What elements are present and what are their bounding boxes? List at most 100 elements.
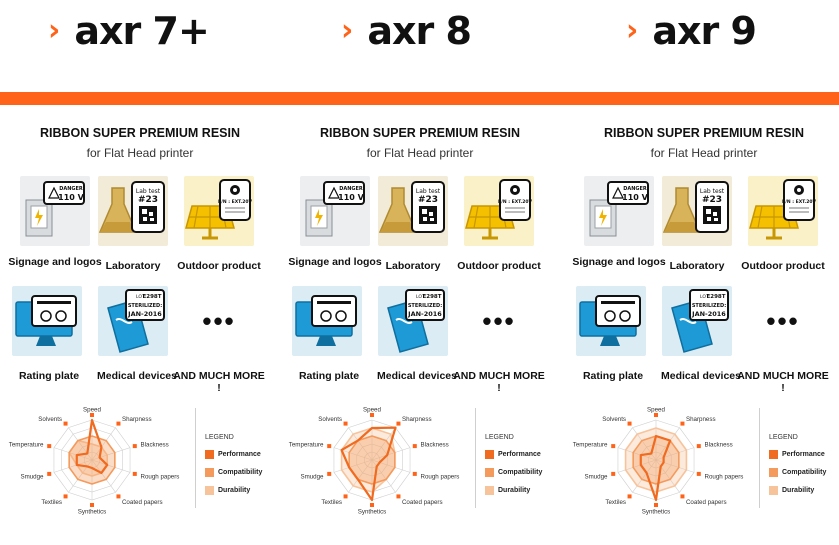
radar-spoke — [68, 459, 93, 493]
axis-label: Coated papers — [402, 499, 443, 506]
legend-swatch — [769, 486, 778, 495]
application-label: Medical devices — [97, 370, 177, 382]
axis-marker — [116, 494, 121, 499]
laboratory-icon: Lab test #23 — [98, 176, 168, 246]
axis-label: Smudge — [300, 473, 324, 480]
axis-marker — [654, 413, 658, 417]
application-label: Outdoor product — [741, 260, 825, 272]
outdoor-product-icon: P/N : EXT.20V — [748, 176, 818, 246]
application-label: Outdoor product — [177, 260, 261, 272]
icon-text: STERILIZED: — [692, 303, 726, 309]
icon-text: JAN-2016 — [691, 310, 726, 318]
radar-series-durability — [624, 427, 688, 493]
brand-name: axr 8 — [367, 9, 472, 53]
axis-label: Rough papers — [141, 473, 180, 480]
radar-series-performance — [75, 418, 109, 475]
application-label: AND MUCH MORE ! — [453, 370, 545, 394]
axis-marker — [327, 471, 332, 476]
rating-plate-icon — [12, 286, 82, 356]
axis-label: Speed — [363, 407, 381, 414]
legend-label: Compatibility — [218, 469, 263, 476]
radar-spoke — [655, 459, 680, 493]
axis-marker — [680, 421, 685, 426]
chevron-right-icon: › — [48, 13, 61, 48]
icon-text: DANGER — [623, 186, 647, 192]
axis-marker — [370, 413, 374, 417]
legend-swatch — [769, 468, 778, 477]
chevron-right-icon: › — [341, 13, 354, 48]
outdoor-product-icon: P/N : EXT.20V — [464, 176, 534, 246]
medical-devices-icon: LOT E298T STERILIZED: JAN-2016 — [662, 286, 732, 356]
icon-text: STERILIZED: — [408, 303, 442, 309]
legend-item-performance: Performance — [205, 450, 261, 459]
legend-item-durability: Durability — [205, 486, 250, 495]
product-column: RIBBON SUPER PREMIUM RESIN for Flat Head… — [0, 108, 280, 545]
icon-text: 110 V — [58, 193, 84, 202]
legend-label: Performance — [498, 451, 541, 458]
product-subtitle: for Flat Head printer — [650, 146, 758, 160]
legend-item-durability: Durability — [485, 486, 530, 495]
axis-marker — [90, 413, 94, 417]
legend-swatch — [485, 486, 494, 495]
signage-icon: DANGER 110 V — [20, 176, 90, 246]
more-dots-icon: ••• — [202, 306, 236, 336]
axis-label: Speed — [647, 407, 665, 414]
legend-title: LEGEND — [485, 434, 514, 441]
axis-marker — [343, 494, 348, 499]
application-label: Outdoor product — [457, 260, 541, 272]
axis-label: Coated papers — [686, 499, 727, 506]
application-label: Medical devices — [377, 370, 457, 382]
application-label: AND MUCH MORE ! — [173, 370, 265, 394]
axis-label: Textiles — [321, 499, 342, 506]
medical-devices-icon: LOT E298T STERILIZED: JAN-2016 — [98, 286, 168, 356]
icon-text: #23 — [138, 195, 158, 205]
more-dots-icon: ••• — [482, 306, 516, 336]
more-dots-icon: ••• — [766, 306, 800, 336]
chart-legend: LEGEND Performance Compatibility Durabil… — [195, 408, 281, 508]
radar-spoke — [371, 427, 396, 461]
icon-text: STERILIZED: — [128, 303, 162, 309]
icon-text: E298T — [707, 294, 726, 300]
application-label: Rating plate — [18, 370, 80, 382]
legend-label: Performance — [218, 451, 261, 458]
chart-legend: LEGEND Performance Compatibility Durabil… — [475, 408, 561, 508]
radar-spoke — [53, 459, 93, 473]
radar-series-compatibility — [348, 435, 396, 485]
radar-spoke — [91, 447, 131, 461]
legend-label: Compatibility — [498, 469, 543, 476]
icon-text: #23 — [418, 195, 438, 205]
brand-name: axr 9 — [652, 9, 757, 53]
axis-marker — [132, 444, 137, 449]
icon-text: 110 V — [338, 193, 364, 202]
radar-spoke — [333, 459, 373, 473]
axis-marker — [412, 444, 417, 449]
axis-marker — [412, 471, 417, 476]
icon-text: DANGER — [339, 186, 363, 192]
axis-label: Sharpness — [122, 416, 152, 423]
legend-label: Compatibility — [782, 469, 827, 476]
legend-item-performance: Performance — [769, 450, 825, 459]
radar-spoke — [632, 427, 657, 461]
application-label: Signage and logos — [572, 256, 666, 268]
legend-label: Durability — [498, 487, 531, 494]
radar-series-performance — [340, 426, 397, 502]
application-label: Rating plate — [582, 370, 644, 382]
icon-text: P/N : EXT.20V — [218, 199, 253, 205]
signage-icon: DANGER 110 V — [300, 176, 370, 246]
axis-marker — [370, 503, 374, 507]
application-label: Laboratory — [669, 260, 725, 272]
application-label: Laboratory — [105, 260, 161, 272]
brand-axr9: › axr 9 — [626, 6, 757, 56]
axis-marker — [611, 471, 616, 476]
application-label: Medical devices — [661, 370, 741, 382]
axis-label: Solvents — [38, 416, 62, 423]
legend-item-compatibility: Compatibility — [205, 468, 262, 477]
icon-text: P/N : EXT.20V — [498, 199, 533, 205]
laboratory-icon: Lab test #23 — [662, 176, 732, 246]
icon-text: P/N : EXT.20V — [782, 199, 817, 205]
axis-marker — [680, 494, 685, 499]
product-column: RIBBON SUPER PREMIUM RESIN for Flat Head… — [280, 108, 560, 545]
